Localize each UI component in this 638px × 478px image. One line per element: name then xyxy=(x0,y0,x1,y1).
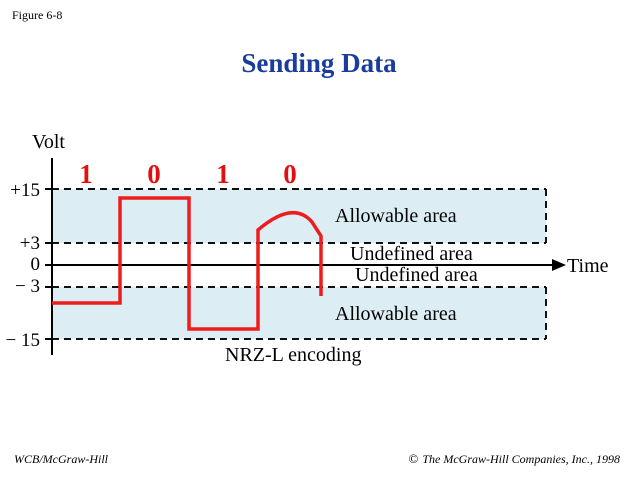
x-axis-label: Time xyxy=(567,255,609,277)
level-label-plus-15: +15 xyxy=(10,180,40,201)
bit-labels: 1 0 1 0 xyxy=(79,159,297,189)
bit-label-3: 1 xyxy=(216,159,230,189)
copyright-notice: ©The McGraw-Hill Companies, Inc., 1998 xyxy=(408,451,620,467)
nrz-l-signal xyxy=(52,196,323,331)
level-label-zero: 0 xyxy=(31,254,41,275)
lower-allowable-label: Allowable area xyxy=(335,303,457,325)
upper-undefined-label: Undefined area xyxy=(350,243,473,265)
level-boundaries xyxy=(52,188,547,340)
level-label-minus-3: − 3 xyxy=(15,276,40,297)
bit-label-2: 0 xyxy=(147,159,161,189)
publisher-label: WCB/McGraw-Hill xyxy=(14,452,108,466)
bit-label-4: 0 xyxy=(283,159,297,189)
copyright-icon: © xyxy=(408,451,419,466)
copyright-text: The McGraw-Hill Companies, Inc., 1998 xyxy=(422,452,620,466)
y-ticks xyxy=(45,188,52,340)
bit-label-1: 1 xyxy=(79,159,93,189)
figure-label: Figure 6-8 xyxy=(12,8,63,22)
level-label-minus-15: − 15 xyxy=(6,330,40,351)
y-axis-label: Volt xyxy=(32,131,65,153)
upper-allowable-label: Allowable area xyxy=(335,205,457,227)
lower-undefined-label: Undefined area xyxy=(355,264,478,286)
x-axis-arrowhead xyxy=(552,259,566,271)
slide-title: Sending Data xyxy=(241,48,397,78)
level-label-plus-3: +3 xyxy=(20,233,40,254)
diagram-caption: NRZ-L encoding xyxy=(225,344,361,366)
lower-allowable-area xyxy=(52,287,546,339)
